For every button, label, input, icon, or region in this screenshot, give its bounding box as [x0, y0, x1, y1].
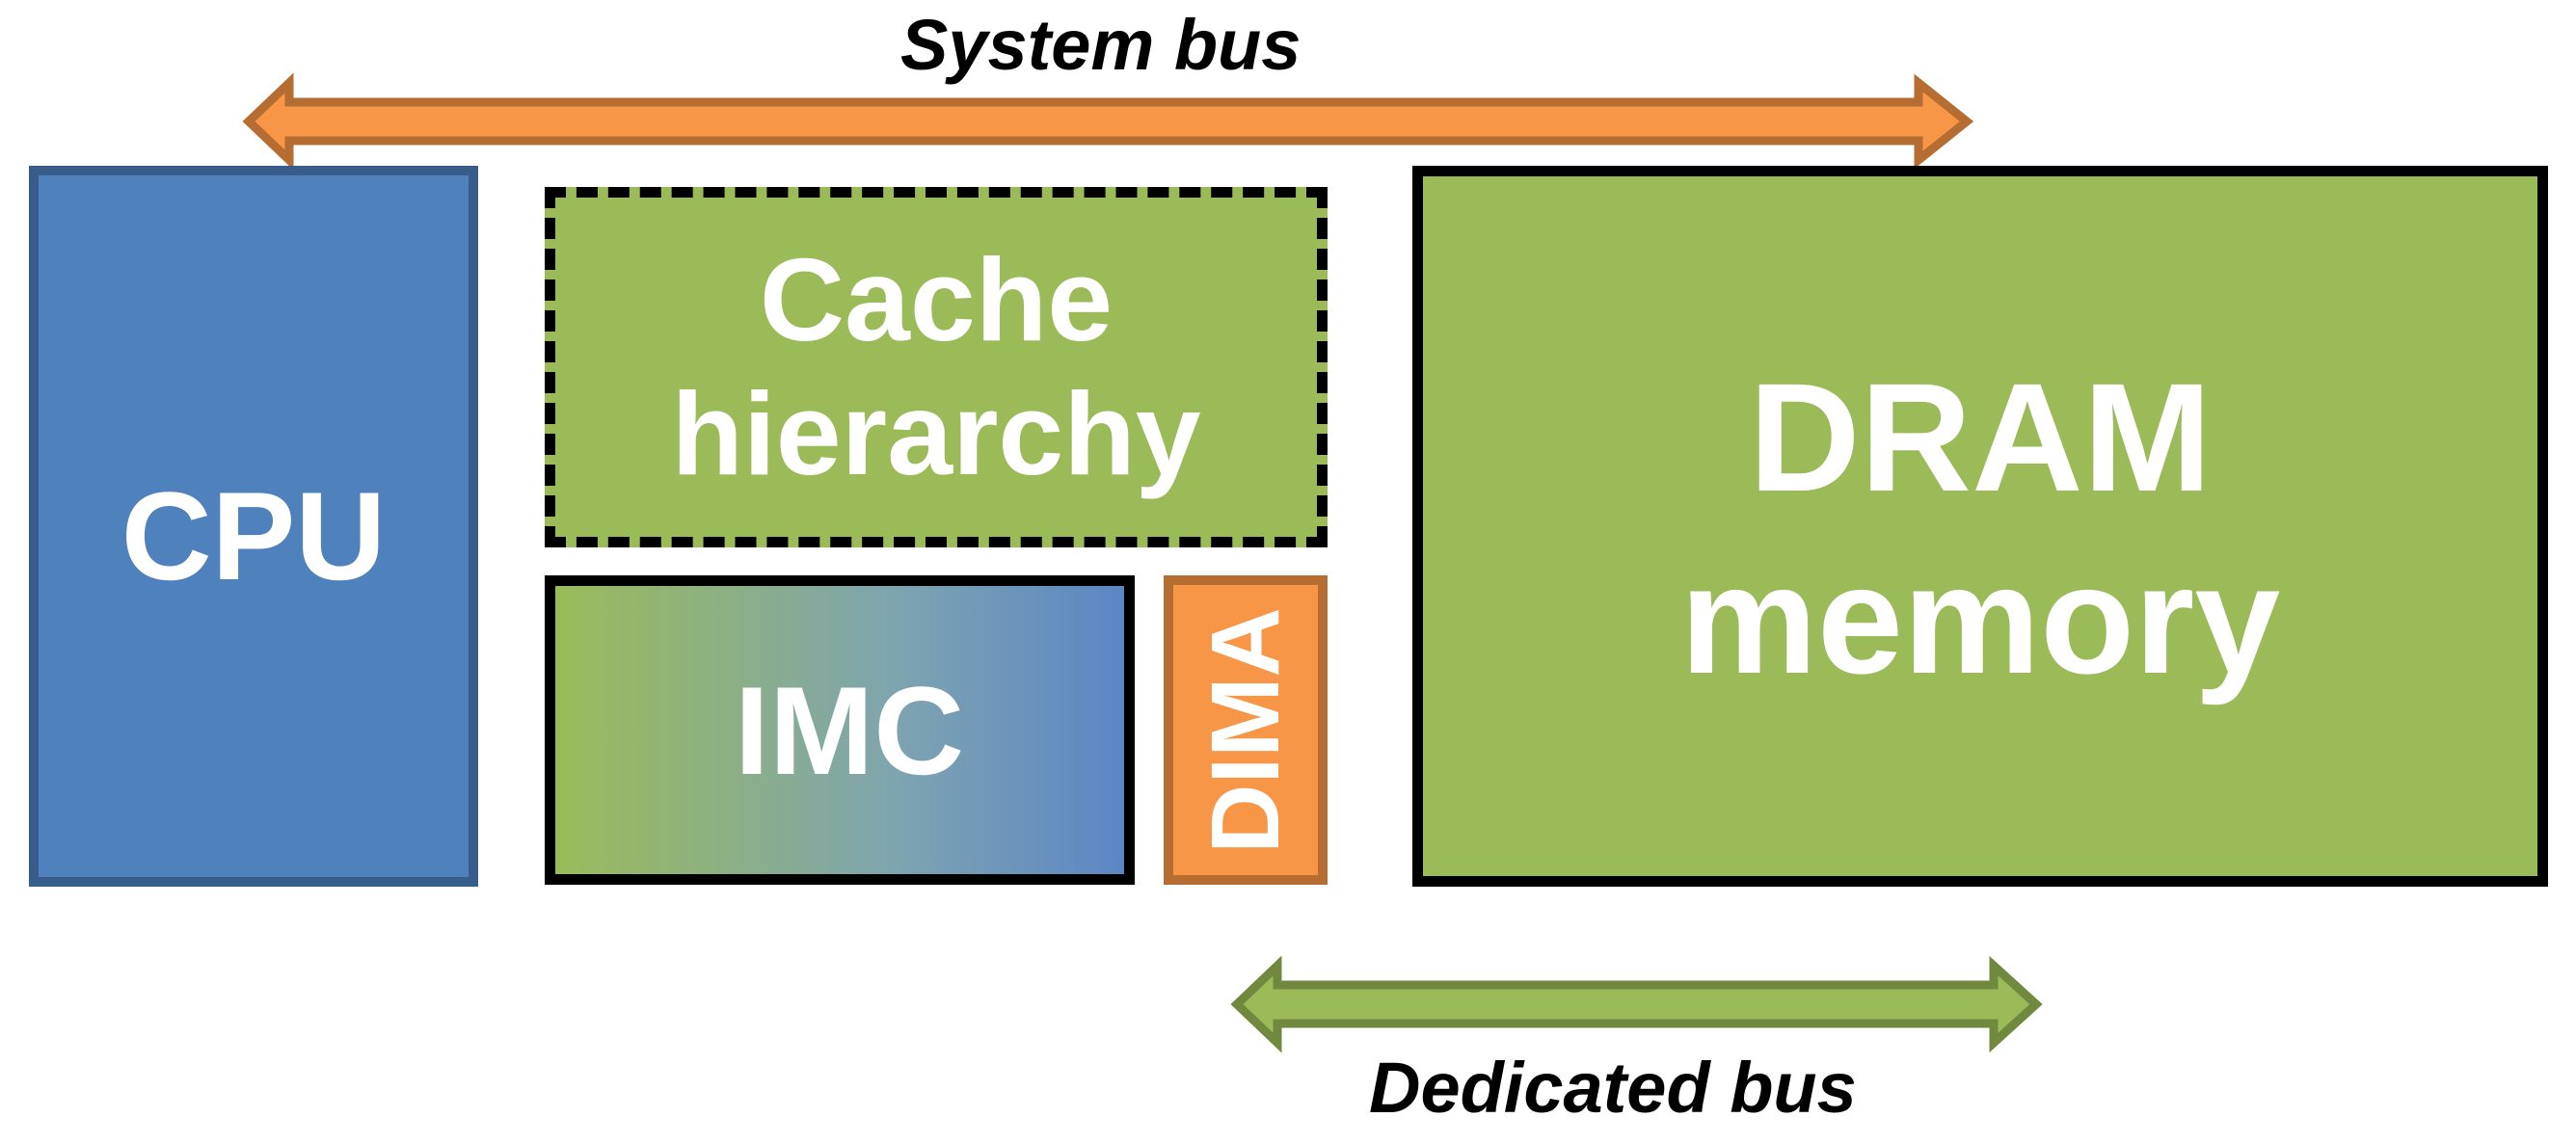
dram-label-line1: DRAM: [1749, 351, 2212, 524]
cpu-label: CPU: [121, 466, 387, 606]
dima-label: DIMA: [1192, 606, 1300, 854]
system-bus-label: System bus: [900, 5, 1301, 85]
dedicated-bus-arrow: [1230, 955, 2043, 1053]
system-bus-arrow: [242, 72, 1974, 171]
dedicated-bus-label: Dedicated bus: [1369, 1048, 1857, 1128]
cache-label-line2: hierarchy: [671, 368, 1201, 499]
imc-label: IMC: [734, 659, 965, 801]
cache-label-line1: Cache: [759, 233, 1114, 365]
dram-label-line2: memory: [1679, 533, 2281, 705]
dima-block: DIMA: [1164, 575, 1328, 885]
cpu-block: CPU: [29, 166, 478, 887]
imc-block: IMC: [545, 575, 1135, 885]
